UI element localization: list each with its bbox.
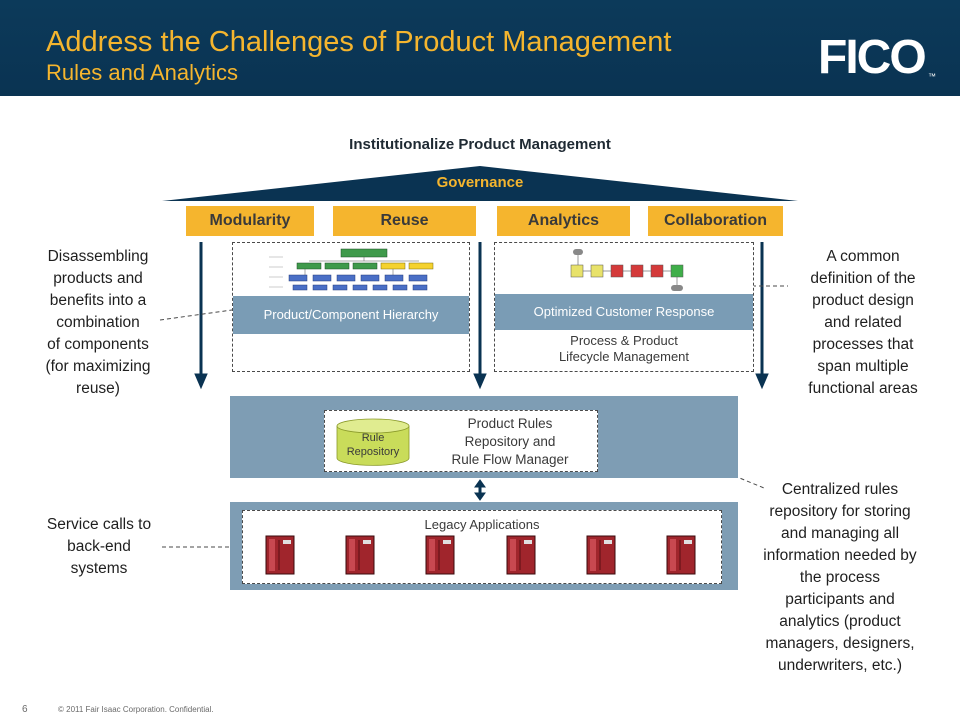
process-caption: Process & Product Lifecycle Management	[558, 333, 690, 364]
process-label: Optimized Customer Response	[495, 294, 753, 330]
rules-box: Rule Repository Product Rules Repository…	[324, 410, 598, 472]
pillar-collaboration: Collaboration	[648, 206, 783, 236]
pillar-analytics: Analytics	[497, 206, 630, 236]
governance-label: Governance	[436, 174, 524, 191]
process-panel: Optimized Customer Response Process & Pr…	[494, 242, 754, 372]
database-icon	[336, 418, 410, 466]
pillar-reuse: Reuse	[333, 206, 476, 236]
header-banner	[0, 0, 960, 96]
note-service-calls: Service calls to back-end systems	[46, 516, 152, 577]
hierarchy-panel: Product/Component Hierarchy	[232, 242, 470, 372]
hierarchy-label: Product/Component Hierarchy	[233, 296, 469, 334]
diagram-heading: Institutionalize Product Management	[349, 136, 611, 153]
arrow-head-1	[194, 373, 208, 390]
server-icon	[265, 535, 295, 575]
process-flow-thumbnail	[570, 249, 684, 291]
two-way-arrow	[474, 479, 486, 501]
note-common-definition: A common definition of the product desig…	[808, 248, 918, 397]
note-centralized-repository: Centralized rules repository for storing…	[763, 481, 917, 674]
legacy-box: Legacy Applications	[242, 510, 722, 584]
logo-trademark: ™	[928, 72, 936, 81]
rule-repository-label: Rule Repository	[346, 432, 400, 458]
connector-left-top	[159, 309, 233, 321]
server-icon	[345, 535, 375, 575]
copyright: © 2011 Fair Isaac Corporation. Confident…	[58, 705, 214, 714]
hierarchy-thumbnail	[269, 248, 434, 291]
page-title: Address the Challenges of Product Manage…	[46, 26, 672, 58]
fico-logo: FICO	[818, 31, 927, 84]
server-icon	[506, 535, 536, 575]
server-icon	[586, 535, 616, 575]
down-arrows	[194, 242, 769, 390]
page-number: 6	[22, 704, 28, 715]
note-disassembling: Disassembling products and benefits into…	[45, 248, 151, 397]
page-subtitle: Rules and Analytics	[46, 60, 238, 85]
rules-label: Product Rules Repository and Rule Flow M…	[451, 416, 569, 467]
pillar-modularity: Modularity	[186, 206, 314, 236]
legacy-label: Legacy Applications	[424, 517, 540, 532]
governance-roof	[162, 166, 798, 201]
server-icon	[666, 535, 696, 575]
server-icon	[425, 535, 455, 575]
arrow-head-3	[755, 373, 769, 390]
arrow-head-2	[473, 373, 487, 390]
